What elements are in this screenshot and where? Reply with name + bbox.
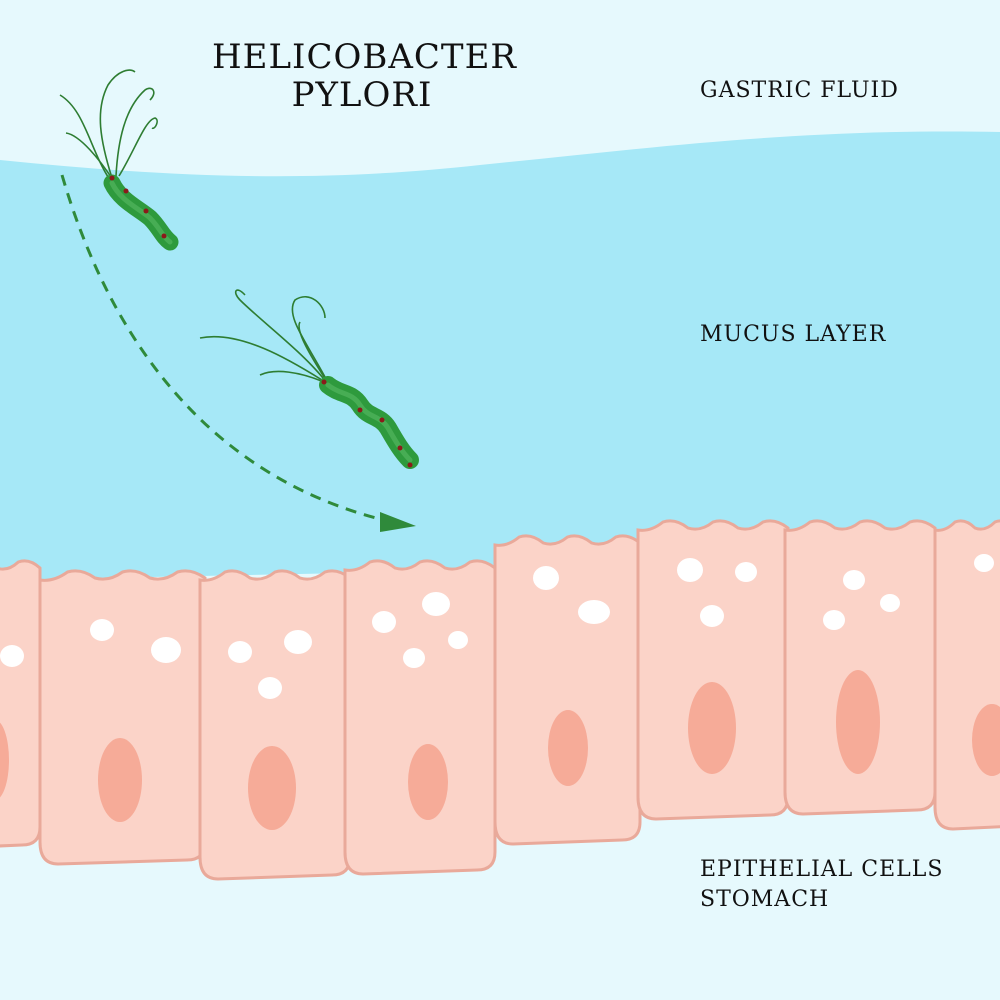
cell-nucleus — [248, 746, 296, 830]
bacterium-1-flagella — [59, 69, 158, 181]
bacterium-1 — [59, 69, 179, 251]
cell-nucleus — [688, 682, 736, 774]
gastric-fluid-label: GASTRIC FLUID — [700, 78, 899, 103]
cell-vesicle — [735, 562, 757, 582]
cell-vesicle — [403, 648, 425, 668]
cell-vesicle — [578, 600, 610, 624]
cell-vesicle — [677, 558, 703, 582]
cell-nucleus — [98, 738, 142, 822]
diagram-title: HELICOBACTER PYLORI — [212, 37, 518, 115]
bacterium-2-flagella — [199, 289, 327, 383]
cell-nucleus — [408, 744, 448, 820]
cell-nucleus — [972, 704, 1000, 776]
cell-vesicle — [974, 554, 994, 572]
cell-vesicle — [372, 611, 396, 633]
cell-vesicle — [880, 594, 900, 612]
cell-vesicle — [823, 610, 845, 630]
cell-vesicle — [284, 630, 312, 654]
cell-vesicle — [448, 631, 468, 649]
cell-nucleus — [548, 710, 588, 786]
epithelial-label-line-2: STOMACH — [700, 887, 830, 912]
cell-vesicle — [0, 645, 24, 667]
cell-vesicle — [533, 566, 559, 590]
migration-arrow-head — [380, 512, 416, 532]
cell-vesicle — [151, 637, 181, 663]
migration-arrow-path — [60, 174, 393, 524]
cell-vesicle — [90, 619, 114, 641]
epithelial-cell — [198, 569, 352, 881]
title-line-1: HELICOBACTER — [212, 37, 518, 77]
cell-nucleus — [0, 722, 9, 798]
mucus-layer-region — [0, 131, 1000, 580]
cell-vesicle — [422, 592, 450, 616]
epithelial-cell — [783, 519, 937, 816]
cell-vesicle — [700, 605, 724, 627]
cell-nucleus — [836, 670, 880, 774]
epithelial-cell — [493, 534, 642, 846]
cell-vesicle — [228, 641, 252, 663]
cell-vesicle — [258, 677, 282, 699]
epithelial-label-line-1: EPITHELIAL CELLS — [700, 857, 944, 882]
epithelial-cell — [343, 559, 497, 876]
epithelial-cell — [0, 559, 42, 848]
mucus-layer-label: MUCUS LAYER — [700, 322, 887, 347]
stock-id-text: 561785375 — [0, 773, 1, 862]
epithelial-cell — [636, 519, 790, 821]
cell-vesicle — [843, 570, 865, 590]
epithelial-cells-label: EPITHELIAL CELLS STOMACH — [700, 855, 943, 915]
title-line-2: PYLORI — [291, 75, 433, 115]
epithelial-cells — [0, 519, 1000, 881]
bacterium-2 — [199, 289, 419, 469]
